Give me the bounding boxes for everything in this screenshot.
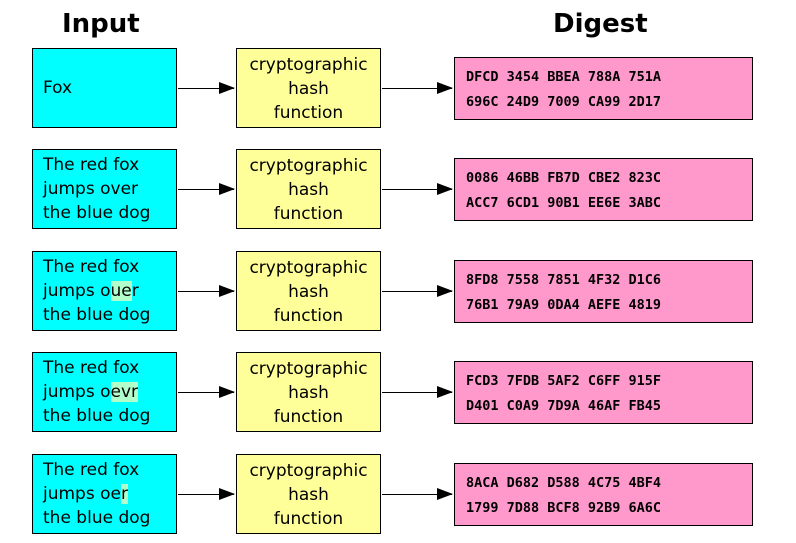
input-column-header: Input bbox=[62, 9, 140, 39]
hash-to-digest-arrow bbox=[382, 82, 453, 94]
input-text: the blue dog bbox=[43, 203, 151, 223]
digest-text: 0086 46BB FB7D CBE2 823C bbox=[466, 170, 662, 186]
digest-box: FCD3 7FDB 5AF2 C6FF 915F D401 C0A9 7D9A … bbox=[454, 361, 753, 424]
digest-column-header: Digest bbox=[553, 9, 648, 39]
hash-function-box: cryptographic hash function bbox=[236, 454, 381, 534]
input-box: The red fox jumps oer the blue dog bbox=[32, 454, 177, 534]
digest-text: 8ACA D682 D588 4C75 4BF4 bbox=[466, 475, 662, 491]
digest-text: ACC7 6CD1 90B1 EE6E 3ABC bbox=[466, 195, 662, 211]
input-to-hash-arrow bbox=[178, 82, 235, 94]
input-text: the blue dog bbox=[43, 406, 151, 426]
hash-row: The red fox jumps oer the blue dog crypt… bbox=[0, 454, 796, 536]
digest-text: DFCD 3454 BBEA 788A 751A bbox=[466, 69, 662, 85]
hash-label: function bbox=[273, 407, 344, 427]
hash-function-box: cryptographic hash function bbox=[236, 48, 381, 128]
hash-label: hash bbox=[288, 383, 329, 403]
hash-row: The red fox jumps oevr the blue dog cryp… bbox=[0, 352, 796, 434]
input-to-hash-arrow bbox=[178, 488, 235, 500]
hash-to-digest-arrow bbox=[382, 285, 453, 297]
input-box: The red fox jumps oevr the blue dog bbox=[32, 352, 177, 432]
input-box: Fox bbox=[32, 48, 177, 128]
input-text: the blue dog bbox=[43, 305, 151, 325]
hash-to-digest-arrow bbox=[382, 183, 453, 195]
hash-label: hash bbox=[288, 79, 329, 99]
hash-row: The red fox jumps ouer the blue dog cryp… bbox=[0, 251, 796, 333]
hash-label: function bbox=[273, 204, 344, 224]
input-text: the blue dog bbox=[43, 508, 151, 528]
input-to-hash-arrow bbox=[178, 183, 235, 195]
digest-text: D401 C0A9 7D9A 46AF FB45 bbox=[466, 398, 662, 414]
input-to-hash-arrow bbox=[178, 386, 235, 398]
hash-label: cryptographic bbox=[249, 359, 368, 379]
hash-to-digest-arrow bbox=[382, 386, 453, 398]
input-text: The red fox bbox=[43, 257, 140, 277]
digest-text: 1799 7D88 BCF8 92B9 6A6C bbox=[466, 500, 662, 516]
input-text: Fox bbox=[43, 78, 73, 98]
hash-row: The red fox jumps over the blue dog cryp… bbox=[0, 149, 796, 231]
digest-box: 8ACA D682 D588 4C75 4BF4 1799 7D88 BCF8 … bbox=[454, 463, 753, 526]
digest-box: 8FD8 7558 7851 4F32 D1C6 76B1 79A9 0DA4 … bbox=[454, 260, 753, 323]
hash-label: hash bbox=[288, 282, 329, 302]
changed-characters-highlight: ue bbox=[110, 281, 132, 301]
input-box: The red fox jumps ouer the blue dog bbox=[32, 251, 177, 331]
digest-text: 76B1 79A9 0DA4 AEFE 4819 bbox=[466, 297, 662, 313]
changed-characters-highlight: evr bbox=[110, 382, 139, 402]
hash-label: cryptographic bbox=[249, 258, 368, 278]
hash-function-box: cryptographic hash function bbox=[236, 352, 381, 432]
hash-label: cryptographic bbox=[249, 461, 368, 481]
hash-row: Fox cryptographic hash function DFCD 345… bbox=[0, 48, 796, 130]
hash-label: hash bbox=[288, 180, 329, 200]
input-text: The red fox bbox=[43, 155, 140, 175]
input-to-hash-arrow bbox=[178, 285, 235, 297]
hash-function-box: cryptographic hash function bbox=[236, 149, 381, 229]
hash-to-digest-arrow bbox=[382, 488, 453, 500]
hash-label: cryptographic bbox=[249, 55, 368, 75]
digest-text: 8FD8 7558 7851 4F32 D1C6 bbox=[466, 272, 662, 288]
digest-box: 0086 46BB FB7D CBE2 823C ACC7 6CD1 90B1 … bbox=[454, 158, 753, 221]
hash-function-box: cryptographic hash function bbox=[236, 251, 381, 331]
hash-label: hash bbox=[288, 485, 329, 505]
input-text-modified: jumps ouer bbox=[43, 281, 139, 301]
hash-label: function bbox=[273, 306, 344, 326]
input-text-modified: jumps oer bbox=[43, 484, 128, 504]
input-box: The red fox jumps over the blue dog bbox=[32, 149, 177, 229]
input-text: The red fox bbox=[43, 460, 140, 480]
changed-characters-highlight: r bbox=[120, 484, 128, 504]
digest-text: FCD3 7FDB 5AF2 C6FF 915F bbox=[466, 373, 662, 389]
hash-label: function bbox=[273, 103, 344, 123]
digest-box: DFCD 3454 BBEA 788A 751A 696C 24D9 7009 … bbox=[454, 57, 753, 120]
input-text-modified: jumps oevr bbox=[43, 382, 139, 402]
digest-text: 696C 24D9 7009 CA99 2D17 bbox=[466, 94, 662, 110]
input-text: jumps over bbox=[43, 179, 139, 199]
hash-label: cryptographic bbox=[249, 156, 368, 176]
hash-label: function bbox=[273, 509, 344, 529]
input-text: The red fox bbox=[43, 358, 140, 378]
